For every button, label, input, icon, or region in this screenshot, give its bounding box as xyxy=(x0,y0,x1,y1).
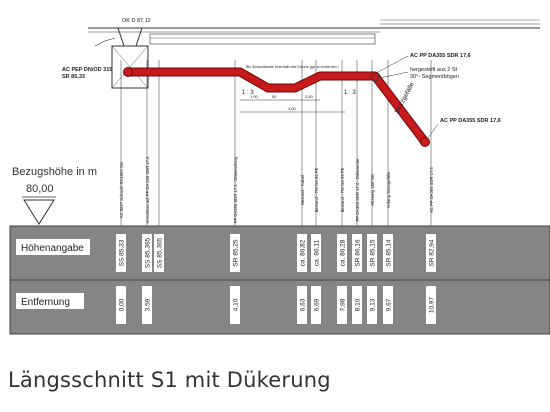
dimension-1: 1,00 xyxy=(250,94,259,99)
pipe-bend-circle xyxy=(370,72,380,82)
height-value: SR 86,16 xyxy=(355,239,362,266)
leader-bend xyxy=(379,71,409,79)
drawing-caption: Längsschnitt S1 mit Dükerung xyxy=(8,368,331,392)
height-value: ca. 86,82 xyxy=(300,239,307,266)
height-value-box xyxy=(352,234,362,272)
row-label-box-distance xyxy=(16,293,84,309)
station-label: AC PP DA355 SDR 17,6 xyxy=(429,166,434,212)
row-label-box-height xyxy=(16,239,90,255)
height-value: ca. 86,28 xyxy=(340,239,347,266)
height-value-box xyxy=(116,234,126,272)
distance-value: 6,63 xyxy=(300,298,307,311)
distance-value: 8,10 xyxy=(355,298,362,311)
reference-triangle xyxy=(23,199,55,225)
distance-value-box xyxy=(352,286,362,324)
distance-value: 3,59 xyxy=(145,298,152,311)
bend-note-2: 30°- Segmentbögen xyxy=(410,74,459,80)
height-value-box xyxy=(154,234,164,272)
distance-value: 9,13 xyxy=(370,298,377,311)
height-value: SR 85,25 xyxy=(233,239,240,266)
height-value: SS 85,365 xyxy=(157,237,164,268)
station-label: PP DA355 SDR 17,6 - Dükerende xyxy=(355,158,360,222)
distance-value: 7,98 xyxy=(340,298,347,311)
slope-right-label: 1 : 3 xyxy=(344,90,356,96)
dimension-lines xyxy=(240,99,345,113)
leader-top xyxy=(377,55,409,73)
height-value-box xyxy=(142,234,152,272)
reference-label: Bezugshöhe in m xyxy=(12,166,97,178)
station-label: PP DA355 SDR 17,6 - Dükeranfang xyxy=(233,156,238,223)
left-pipe-label-2: SR 85,33 xyxy=(62,74,85,80)
reference-value: 80,00 xyxy=(26,183,54,195)
distance-value-box xyxy=(297,286,307,324)
height-value-box xyxy=(311,234,321,272)
height-value-box xyxy=(367,234,377,272)
row-label-distance: Entfernung xyxy=(21,297,70,308)
distance-value-box xyxy=(426,286,436,324)
distance-value-box xyxy=(142,286,152,324)
distance-value: 0,00 xyxy=(119,298,126,311)
bend-note-1: hergestellt aus 2 St xyxy=(410,67,458,73)
station-label: Abzweig 180°/88 xyxy=(370,174,375,206)
right-pipe-bottom-label: AC PP DA355 SDR 17,6 xyxy=(440,118,501,124)
distance-value-box xyxy=(337,286,347,324)
centre-note: Bis Schachtkante innerhalb des Dükers gg… xyxy=(246,65,339,69)
pipe-line xyxy=(123,67,430,147)
station-label: Anschluss auf PP DA 355 SDR 17,6 xyxy=(145,156,150,224)
left-pipe-label-1: AC PEP DN/OD 315 xyxy=(62,67,112,73)
shaft-top-label: OK D 87,12 xyxy=(122,18,151,24)
station-labels: AC 8027 Schacht DN1000 Sto SS 85,33 0,00 An… xyxy=(119,156,436,313)
leader-bottom xyxy=(427,123,439,139)
distance-value-box xyxy=(116,286,126,324)
pipe-outlet-circle xyxy=(420,137,430,147)
station-label: Bestand - Kabel xyxy=(300,175,305,205)
height-value-box xyxy=(297,234,307,272)
manhole-shaft xyxy=(111,27,149,89)
station-value-boxes xyxy=(116,234,436,324)
station-label: AC 8027 Schacht DN1000 Sto xyxy=(119,161,124,218)
height-value-box xyxy=(383,234,393,272)
distance-value-box xyxy=(311,286,321,324)
height-value: SS 85,33 xyxy=(119,239,126,266)
height-value-box xyxy=(337,234,347,272)
distance-value: 9,67 xyxy=(386,298,393,311)
distance-value: 10,97 xyxy=(429,296,436,313)
dimension-2: 50 xyxy=(272,94,277,99)
ground-surface xyxy=(88,19,540,47)
height-value: SR 85,14 xyxy=(386,239,393,266)
distance-value-box xyxy=(230,286,240,324)
height-value: SS 85,365 xyxy=(145,237,152,268)
dimension-4: 4,00 xyxy=(288,106,297,111)
height-value: SR 85,15 xyxy=(370,239,377,266)
distance-value-box xyxy=(367,286,377,324)
station-label: Bestand - TW DA 85 PE xyxy=(314,167,319,212)
pipe-inlet-circle xyxy=(123,67,133,77)
height-value: SR 82,94 xyxy=(429,239,436,266)
station-label: Bestand - TW DA 59 PE xyxy=(340,167,345,212)
slope-left-label: 1 : 3 xyxy=(242,90,254,96)
height-value-box xyxy=(426,234,436,272)
distance-value: 4,10 xyxy=(233,298,240,311)
dimension-3: 2,50 xyxy=(305,94,314,99)
row-label-height: Höhenangabe xyxy=(21,243,84,254)
distance-value-box xyxy=(383,286,393,324)
right-pipe-top-label: AC PP DA355 SDR 17,6 xyxy=(410,53,471,59)
station-label: Anfang Sturzgefälle xyxy=(386,171,391,208)
height-value-box xyxy=(230,234,240,272)
distance-value: 6,69 xyxy=(314,298,321,311)
height-value: ca. 86,11 xyxy=(314,239,321,266)
